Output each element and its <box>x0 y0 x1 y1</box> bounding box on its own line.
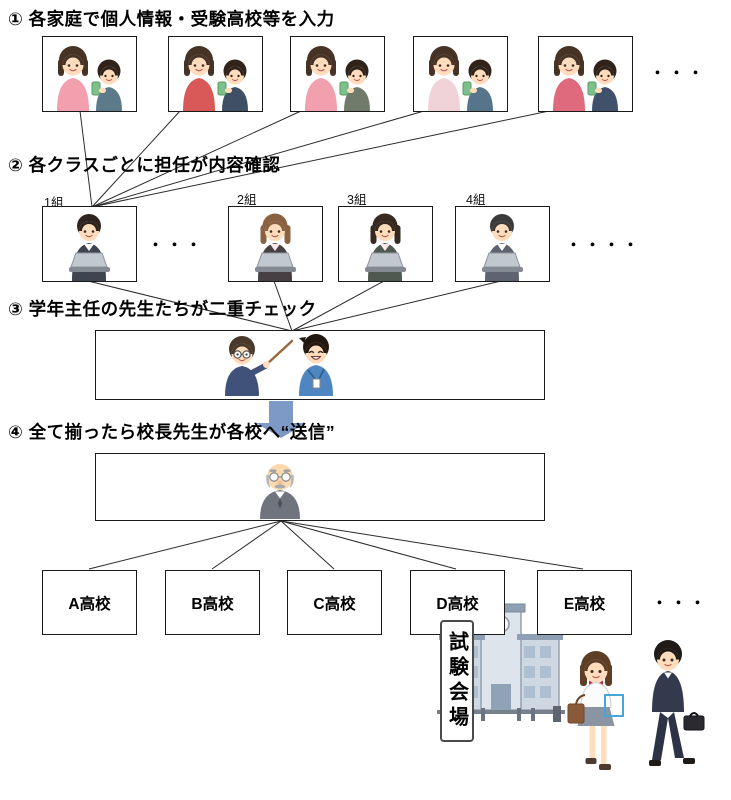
selection-outline <box>604 694 624 717</box>
students-walking-illustration <box>556 628 716 788</box>
school-label: A高校 <box>68 595 111 613</box>
classes-end-ellipsis: ・・・・ <box>566 237 643 254</box>
class-box-2 <box>228 206 323 282</box>
principal-box <box>95 453 545 521</box>
step4-heading: ④ 全て揃ったら校長先生が各校へ“送信” <box>8 422 336 442</box>
class-label-3: 3組 <box>347 193 367 207</box>
double-check-teachers-illustration <box>190 332 380 398</box>
class-box-3 <box>338 206 433 282</box>
homeroom-teacher-illustration <box>456 207 549 281</box>
homeroom-teacher-illustration <box>339 207 432 281</box>
family-box-5 <box>538 36 633 112</box>
homeroom-teacher-illustration <box>43 207 136 281</box>
classes-mid-ellipsis: ・・・ <box>148 237 206 254</box>
family-box-4 <box>413 36 508 112</box>
family-box-2 <box>168 36 263 112</box>
homeroom-teacher-illustration <box>229 207 322 281</box>
school-label: E高校 <box>563 595 606 613</box>
exam-venue-sign: 試験会場 <box>440 620 474 742</box>
down-arrow <box>256 401 306 438</box>
family-parent-child-illustration <box>414 37 507 111</box>
family-parent-child-illustration <box>169 37 262 111</box>
family-parent-child-illustration <box>539 37 632 111</box>
class-box-1 <box>42 206 137 282</box>
family-parent-child-illustration <box>43 37 136 111</box>
family-parent-child-illustration <box>291 37 384 111</box>
school-box-c: C高校 <box>287 570 382 635</box>
family-box-1 <box>42 36 137 112</box>
double-check-box <box>95 330 545 400</box>
families-ellipsis: ・・・ <box>650 65 708 82</box>
class-label-2: 2組 <box>237 193 257 207</box>
schools-ellipsis: ・・・ <box>652 595 710 612</box>
family-box-3 <box>290 36 385 112</box>
class-box-4 <box>455 206 550 282</box>
step1-heading: ① 各家庭で個人情報・受験高校等を入力 <box>8 9 335 29</box>
class-label-4: 4組 <box>466 193 486 207</box>
school-box-a: A高校 <box>42 570 137 635</box>
school-label: D高校 <box>436 595 479 613</box>
step3-heading: ③ 学年主任の先生たちが二重チェック <box>8 299 317 319</box>
school-box-b: B高校 <box>165 570 260 635</box>
school-box-e: E高校 <box>537 570 632 635</box>
principal-illustration <box>195 455 365 519</box>
step2-heading: ② 各クラスごとに担任が内容確認 <box>8 155 281 175</box>
school-label: C高校 <box>313 595 356 613</box>
school-label: B高校 <box>191 595 234 613</box>
